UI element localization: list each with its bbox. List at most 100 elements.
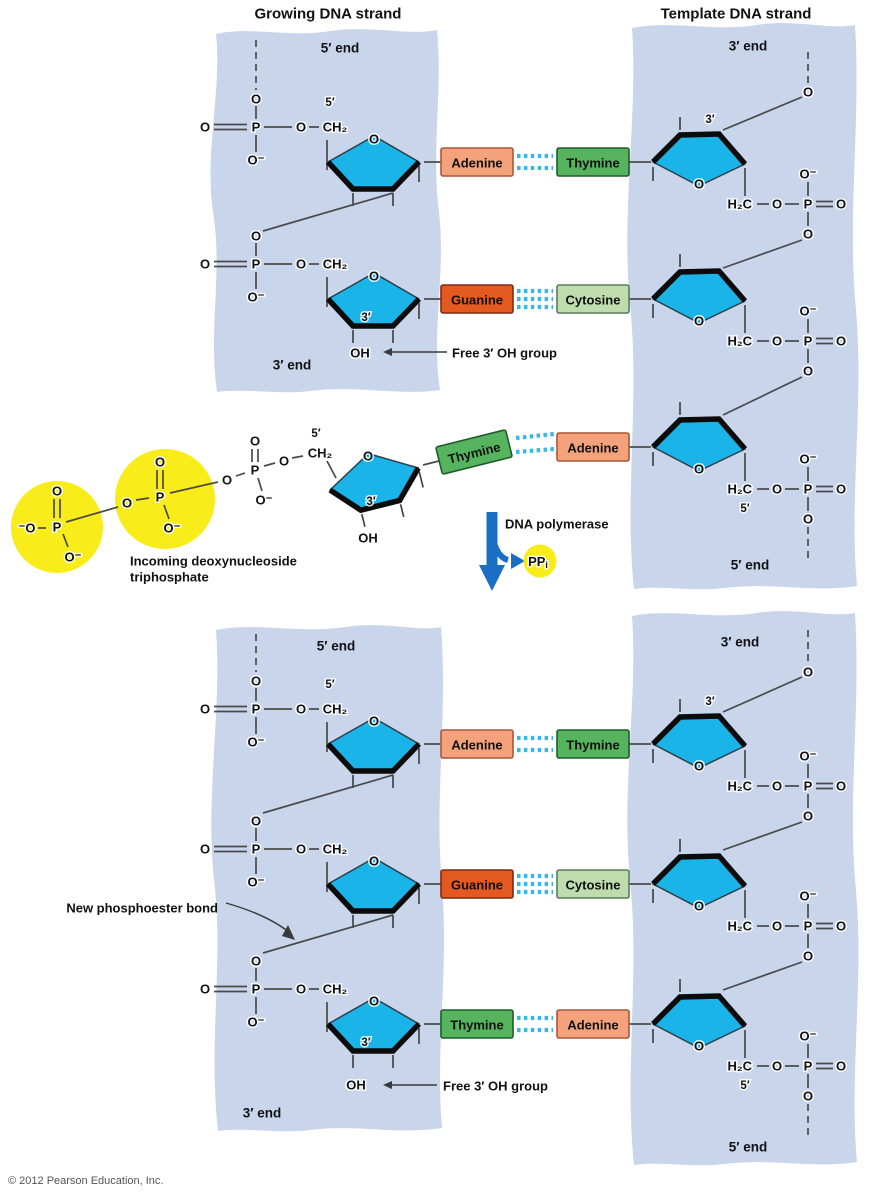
base-pair-guanine-cytosine-bottom: Guanine Cytosine <box>440 869 630 899</box>
atom-o-minus: O⁻ <box>248 735 265 750</box>
base-label-adenine: Adenine <box>451 156 502 171</box>
label-5-end: 5′ end <box>321 41 360 56</box>
phosphate-group: O O P O CH₂ 5′ O⁻ <box>198 672 349 752</box>
label-3-prime: 3′ <box>705 696 714 708</box>
ppi-text: PP <box>528 554 546 569</box>
phosphodiester-bond <box>722 961 803 991</box>
label-5-end: 5′ end <box>317 639 356 654</box>
sugar-o-label: O <box>694 1039 704 1054</box>
base-label-adenine: Adenine <box>567 441 618 456</box>
label-5-prime: 5′ <box>740 1080 749 1092</box>
atom-o-minus: O⁻ <box>248 153 265 168</box>
sugar-o-label: O <box>694 462 704 477</box>
base-box-adenine <box>556 432 630 462</box>
free-oh-arrowhead <box>383 1081 392 1089</box>
label-free-oh: Free 3′ OH group <box>452 346 557 361</box>
atom-p: P <box>251 463 260 478</box>
atom-o: O <box>250 434 260 449</box>
base-box-cytosine <box>556 284 630 314</box>
label-oh: OH <box>358 531 378 546</box>
base-box-cytosine <box>556 869 630 899</box>
atom-o: O <box>836 334 846 349</box>
atom-ch2: CH₂ <box>323 842 348 857</box>
sugar-o-label: O <box>369 269 379 284</box>
base-box-thymine <box>440 1009 514 1039</box>
atom-o-minus: O⁻ <box>65 550 82 565</box>
sugar-o-label: O <box>369 132 379 147</box>
label-3-prime: 3′ <box>705 114 714 126</box>
free-oh-arrowhead <box>383 348 392 356</box>
sugar-o-label: O <box>369 854 379 869</box>
phosphate-group: H₂C O P O O⁻ 5′ O <box>726 1027 848 1105</box>
base-box-adenine <box>556 1009 630 1039</box>
phosphate-group: O ⁻O P O⁻ <box>17 482 119 566</box>
atom-o: O <box>803 665 813 680</box>
atom-o: O <box>803 809 813 824</box>
atom-p: P <box>252 257 261 272</box>
atom-p: P <box>252 702 261 717</box>
atom-o: O <box>772 334 782 349</box>
label-new-phosphoester-bond: New phosphoester bond <box>66 901 218 916</box>
atom-o: O <box>772 919 782 934</box>
phosphate-highlight-circle <box>11 481 103 573</box>
phosphate-group: O O P O CH₂ 5′ O⁻ <box>198 90 349 170</box>
atom-o: O <box>222 473 232 488</box>
atom-o: O <box>772 1059 782 1074</box>
label-3-end: 3′ end <box>243 1106 282 1121</box>
atom-o: O <box>836 919 846 934</box>
base-label-thymine: Thymine <box>566 156 619 171</box>
atom-p: P <box>156 490 165 505</box>
label-oh: OH <box>346 1078 366 1093</box>
atom-o-minus: O⁻ <box>248 1015 265 1030</box>
atom-o: O <box>200 702 210 717</box>
atom-o: O <box>296 702 306 717</box>
base-label-thymine: Thymine <box>566 738 619 753</box>
atom-p: P <box>804 334 813 349</box>
pyrophosphate-branch-arrowhead <box>511 553 525 569</box>
atom-o: O <box>803 949 813 964</box>
phosphate-group: H₂C O P O O⁻ O <box>726 302 848 380</box>
new-bond-pointer-arrowhead <box>282 925 295 940</box>
label-3-end: 3′ end <box>273 358 312 373</box>
label-3-end: 3′ end <box>729 39 768 54</box>
ppi-subscript: i <box>545 560 548 570</box>
phosphate-group: O P O O⁻ O CH₂ 5′ <box>220 427 337 509</box>
base-box-guanine <box>440 869 514 899</box>
label-3-prime: 3′ <box>366 496 375 508</box>
copyright-notice: © 2012 Pearson Education, Inc. <box>8 1175 163 1187</box>
atom-o-minus: O⁻ <box>800 749 817 764</box>
phosphate-group: H₂C O P O O⁻ O <box>726 747 848 825</box>
atom-ch2: CH₂ <box>323 120 348 135</box>
label-3-prime: 3′ <box>361 1037 370 1049</box>
base-pair-incoming-thymine-adenine: Thymine Adenine <box>435 429 630 475</box>
atom-p: P <box>252 842 261 857</box>
atom-o-minus: O⁻ <box>248 875 265 890</box>
atom-h2c: H₂C <box>727 482 752 497</box>
hydrogen-bond-dots <box>515 431 555 441</box>
atom-h2c: H₂C <box>727 919 752 934</box>
growing-strand-bottom: 5′ end O O P O CH₂ 5′ O⁻ O O O P <box>66 634 548 1121</box>
atom-o: O <box>296 257 306 272</box>
growing-strand-top: 5′ end O O P O CH₂ 5′ O⁻ O O O P <box>198 40 557 373</box>
label-5-prime: 5′ <box>325 97 334 109</box>
pyrophosphate-circle <box>523 544 557 578</box>
atom-o-minus: O⁻ <box>248 290 265 305</box>
atom-o: O <box>251 814 261 829</box>
label-3-end: 3′ end <box>721 635 760 650</box>
base-pair-adenine-thymine: Adenine Thymine <box>440 147 630 177</box>
atom-o: O <box>772 482 782 497</box>
phosphate-group: H₂C O P O O⁻ O <box>726 887 848 965</box>
base-pair-guanine-cytosine: Guanine Cytosine <box>440 284 630 314</box>
phosphate-group: O O P O CH₂ O⁻ <box>198 952 349 1032</box>
base-box-guanine <box>440 284 514 314</box>
base-label-adenine: Adenine <box>567 1018 618 1033</box>
base-label-guanine: Guanine <box>451 293 503 308</box>
atom-ch2: CH₂ <box>308 446 333 461</box>
phosphodiester-bond <box>262 192 394 232</box>
atom-h2c: H₂C <box>727 197 752 212</box>
polymerase-arrowhead <box>479 565 505 591</box>
atom-o: O <box>772 197 782 212</box>
atom-ch2: CH₂ <box>323 702 348 717</box>
base-box-adenine <box>440 147 514 177</box>
